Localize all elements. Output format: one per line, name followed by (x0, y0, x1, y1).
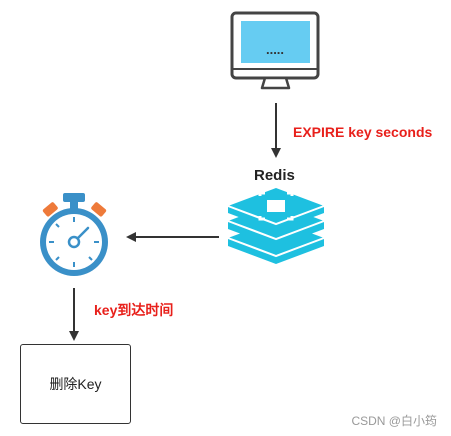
watermark: CSDN @白小筠 (351, 414, 437, 428)
redis-stack-icon (227, 188, 325, 264)
expiry-label: key到达时间 (94, 302, 174, 318)
command-label: EXPIRE key seconds (293, 124, 433, 140)
delete-key-box: 删除Key (20, 344, 131, 424)
monitor-icon: ..... (230, 11, 320, 90)
delete-key-label: 删除Key (49, 376, 102, 392)
stopwatch-icon (40, 193, 108, 276)
redis-label: Redis (254, 167, 295, 184)
monitor-screen-text: ..... (266, 42, 284, 57)
